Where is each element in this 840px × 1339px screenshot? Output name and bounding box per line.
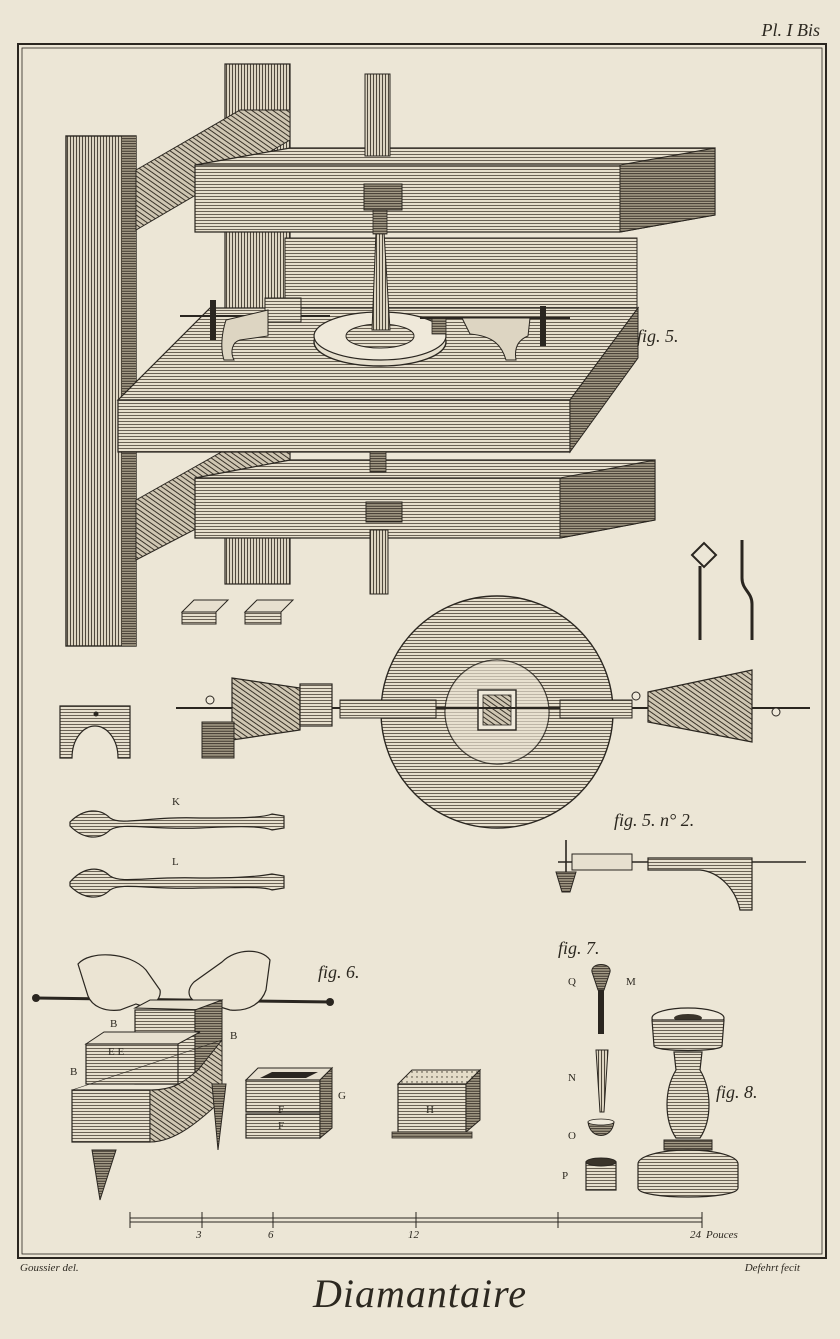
engraver-credit: Defehrt fecit: [744, 1262, 800, 1274]
scale-unit: Pouces: [706, 1229, 738, 1241]
fig7-label: fig. 7.: [558, 938, 600, 958]
arch-piece: [59, 705, 131, 759]
small-blocks: [180, 599, 295, 625]
letter-b2: B: [230, 1030, 238, 1042]
letter-k: K: [172, 796, 180, 808]
letter-m: M: [626, 976, 636, 988]
plate-number: Pl. I Bis: [761, 20, 821, 40]
letter-g: G: [338, 1090, 346, 1102]
plate-border: [17, 43, 827, 1259]
plate-inner-border: [21, 47, 823, 1255]
fig5-no2-grinding-wheel: [176, 595, 810, 829]
letter-l: L: [172, 856, 179, 868]
fig5-left-fixture: [180, 297, 330, 361]
letter-e: E E: [108, 1046, 125, 1058]
fig5-right-fixture: [420, 306, 570, 361]
fig6-label: fig. 6.: [318, 962, 360, 982]
fig5-no2-label: fig. 5. n° 2.: [614, 810, 695, 830]
scale-bar: [129, 1212, 703, 1228]
letter-h: H: [426, 1104, 434, 1116]
scale-tick-3: 3: [196, 1229, 202, 1241]
letter-b3: B: [70, 1066, 78, 1078]
plate-title: Diamantaire: [313, 1271, 527, 1316]
box-fg: [244, 1066, 334, 1140]
handle-k: [69, 810, 285, 838]
lever-tools: [690, 540, 754, 640]
fig7-dop-parts: [585, 964, 617, 1191]
scale-tick-24: 24: [690, 1229, 701, 1241]
letter-p: P: [562, 1170, 569, 1182]
letter-f2: F: [278, 1120, 285, 1132]
letter-n: N: [568, 1072, 576, 1084]
handle-l: [69, 868, 285, 898]
fig6-cutting-box: [32, 950, 334, 1201]
draftsman-credit: Goussier del.: [20, 1262, 79, 1274]
fig8-label: fig. 8.: [716, 1082, 758, 1102]
box-h: [391, 1068, 482, 1139]
letter-q: Q: [568, 976, 576, 988]
scale-tick-12: 12: [408, 1229, 419, 1241]
scale-tick-6: 6: [268, 1229, 274, 1241]
fig5-mill-frame: [65, 63, 716, 647]
fig5-no2-clamp-arm: [555, 840, 806, 911]
fig8-pedestal: [637, 1007, 739, 1198]
letter-b1: B: [110, 1018, 118, 1030]
letter-o: O: [568, 1130, 576, 1142]
letter-f1: F: [278, 1104, 285, 1116]
fig5-label: fig. 5.: [637, 326, 679, 346]
